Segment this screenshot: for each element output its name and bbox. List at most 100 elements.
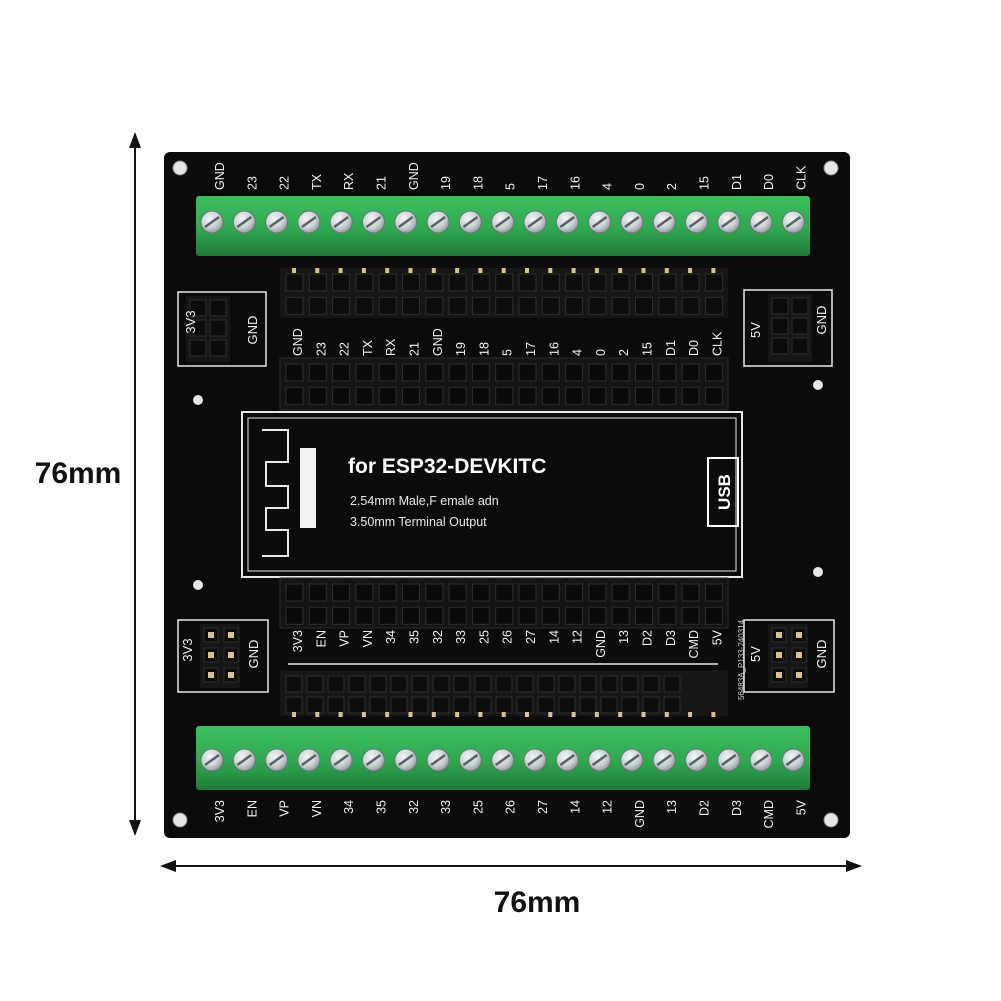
pin-label: D3	[664, 630, 678, 646]
bottom-header-pins	[285, 675, 716, 717]
screw-slot	[753, 753, 769, 767]
header-socket	[308, 386, 327, 405]
header-socket	[355, 583, 374, 602]
screw-slot	[462, 215, 479, 229]
pin-label: 19	[454, 342, 468, 356]
antenna-icon	[262, 429, 289, 557]
pin-tip	[338, 268, 343, 273]
screw-slot	[559, 753, 576, 767]
header-socket	[588, 296, 607, 315]
pin-label: 16	[547, 342, 561, 356]
pin-tip	[571, 712, 576, 717]
header-socket	[681, 386, 700, 405]
pin-tip	[641, 712, 646, 717]
power-header-right-bottom: 5V GND	[743, 619, 835, 693]
pin-label: 14	[568, 800, 582, 814]
power-header-outline	[177, 291, 267, 367]
pin-label: GND	[407, 162, 421, 190]
header-socket	[448, 386, 467, 405]
header-socket	[471, 296, 490, 315]
header-socket	[558, 675, 576, 693]
pin-label: 5	[501, 349, 515, 356]
pin-label: 2	[665, 183, 679, 190]
header-socket	[332, 363, 351, 382]
arrow-left-icon	[160, 860, 176, 872]
header-socket	[425, 273, 444, 292]
header-socket	[565, 363, 584, 382]
header-socket	[355, 296, 374, 315]
header-socket	[308, 606, 327, 625]
header-socket	[402, 273, 420, 292]
pin-tip	[292, 268, 296, 273]
pin-label: RX	[342, 172, 356, 190]
screw-slot	[785, 215, 802, 229]
pin-label: 34	[384, 630, 398, 644]
screw-slot	[301, 215, 317, 229]
header-socket	[663, 696, 681, 714]
header-socket	[516, 675, 534, 693]
mounting-hole-icon	[823, 812, 839, 828]
header-socket	[541, 296, 560, 315]
header-socket	[588, 363, 607, 382]
header-socket	[495, 696, 513, 714]
screw-slot	[301, 753, 317, 767]
pin-label: D0	[687, 340, 701, 356]
module-outline	[241, 411, 743, 578]
header-socket	[448, 606, 467, 625]
power-label-gnd: GND	[246, 640, 261, 669]
header-socket	[453, 696, 471, 714]
header-socket	[600, 675, 618, 693]
pin-label: 5V	[794, 799, 808, 815]
header-socket	[771, 337, 789, 355]
mounting-hole-icon	[813, 380, 823, 390]
header-socket	[448, 363, 467, 382]
header-socket	[611, 296, 630, 315]
pin-tip	[455, 712, 460, 717]
top-screw-row	[200, 210, 805, 234]
header-socket	[495, 606, 514, 625]
pin-tip	[408, 712, 413, 717]
header-socket	[209, 299, 227, 317]
pin-tip	[228, 632, 234, 638]
header-socket	[611, 363, 630, 382]
pin-tip	[548, 712, 553, 717]
power-label-3v3: 3V3	[180, 638, 195, 661]
pin-tip	[385, 712, 390, 717]
header-socket	[402, 363, 420, 382]
pin-label: 35	[408, 630, 422, 644]
screw-slot	[365, 215, 382, 229]
header-socket	[681, 296, 700, 315]
pin-label: 0	[594, 349, 608, 356]
header-socket	[565, 273, 584, 292]
pin-label: 21	[375, 176, 389, 190]
header-socket	[704, 296, 723, 315]
header-socket	[369, 675, 387, 693]
pin-label: 17	[536, 176, 550, 190]
header-socket	[448, 583, 467, 602]
mounting-hole-icon	[193, 580, 203, 590]
pin-label: GND	[431, 328, 445, 356]
header-socket	[642, 675, 660, 693]
screw-slot	[721, 215, 737, 229]
header-socket	[285, 273, 304, 292]
header-socket	[518, 273, 537, 292]
header-socket	[518, 386, 537, 405]
pin-tip	[776, 652, 782, 658]
header-socket	[495, 296, 514, 315]
pin-label: CLK	[710, 331, 724, 356]
header-socket	[621, 675, 639, 693]
screw-slot	[236, 215, 253, 229]
header-socket	[369, 696, 387, 714]
header-socket	[209, 339, 227, 357]
header-socket	[332, 583, 351, 602]
pin-tip	[796, 632, 802, 638]
power-header-right-top: 5V GND	[743, 289, 833, 367]
mounting-hole-icon	[172, 160, 188, 176]
header-socket	[588, 273, 607, 292]
header-socket	[308, 296, 327, 315]
header-socket	[541, 273, 560, 292]
pin-label: D1	[730, 174, 744, 190]
power-label-3v3: 3V3	[183, 310, 198, 333]
header-socket	[411, 675, 429, 693]
